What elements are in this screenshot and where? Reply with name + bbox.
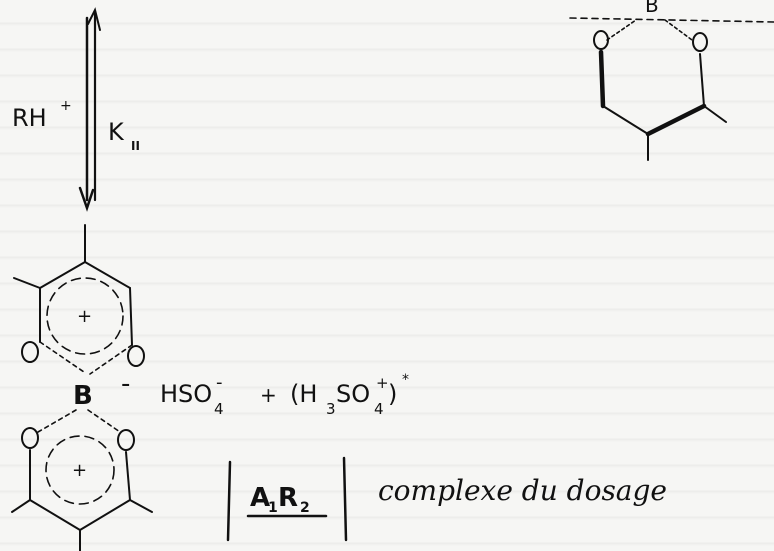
boron-charge: -	[121, 369, 130, 399]
equation-plus: +	[260, 383, 277, 407]
complex-code-a: A	[250, 483, 270, 513]
hydronium-open: (H	[290, 380, 317, 408]
lower-ring-center-charge: +	[72, 460, 87, 481]
superscript-mark: *	[402, 372, 409, 388]
rate-constant-label: K	[108, 118, 125, 146]
hydronium-so-subscript: 4	[374, 400, 384, 418]
central-boron-label: B	[73, 381, 93, 411]
counter-ion: HSO	[160, 380, 212, 408]
complex-code-a-subscript: 1	[268, 500, 278, 516]
protonation-reagent-label: RH	[12, 104, 47, 132]
counter-ion-equation: HSO 4 - + (H 3 SO 4 + ) *	[160, 372, 409, 418]
complex-code-r: R	[278, 483, 298, 513]
hydronium-h-subscript: 3	[326, 400, 336, 418]
rate-constant-subscript: II	[131, 139, 140, 153]
upper-ring-center-charge: +	[77, 306, 92, 327]
top-boron-label: B	[645, 0, 659, 17]
hydronium-charge: +	[376, 374, 389, 392]
counter-ion-subscript: 4	[214, 400, 224, 418]
upper-pyrylium-ring	[13, 224, 145, 375]
complex-code: A 1 R 2	[250, 483, 310, 516]
lower-pyrylium-ring	[11, 409, 153, 551]
complex-caption: complexe du dosage	[378, 474, 667, 507]
protonation-charge: +	[60, 98, 72, 114]
hydronium-close: )	[388, 380, 397, 408]
complex-code-r-subscript: 2	[300, 500, 310, 516]
complex-code-box	[226, 456, 348, 542]
equilibrium-arrow	[78, 7, 101, 212]
counter-ion-charge: -	[216, 372, 223, 393]
partial-ring-top-right	[569, 17, 774, 161]
hydronium-so: SO	[336, 380, 370, 408]
